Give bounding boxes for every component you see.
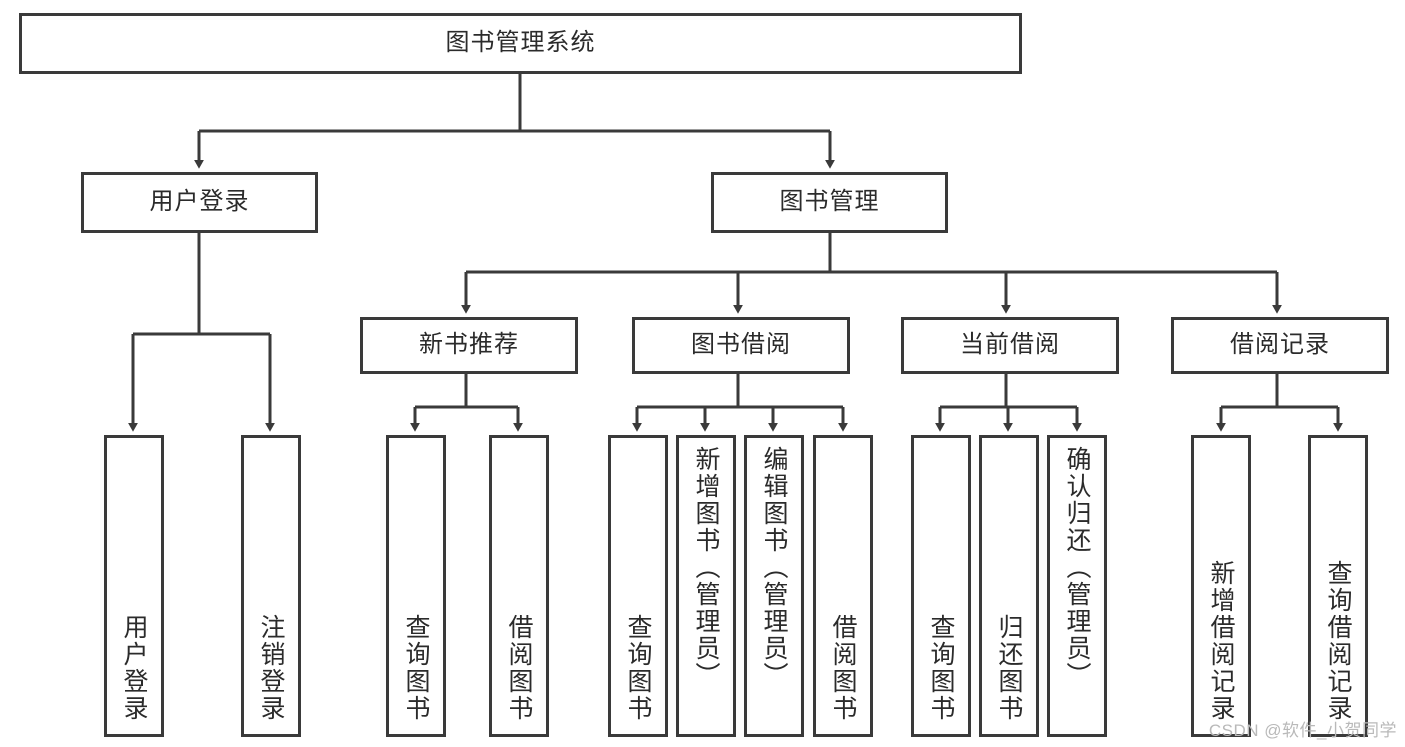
node-leaf-borrow-book-2[interactable]: 借阅图书 [813, 435, 873, 737]
node-leaf-edit-book[interactable]: 编辑图书（管理员） [744, 435, 804, 737]
node-book-borrow-label: 图书借阅 [691, 331, 791, 359]
node-leaf-add-record[interactable]: 新增借阅记录 [1191, 435, 1251, 737]
node-leaf-user-login-label: 用户登录 [120, 614, 148, 722]
node-new-book-recommend[interactable]: 新书推荐 [360, 317, 578, 374]
node-leaf-return-book-label: 归还图书 [995, 614, 1023, 722]
node-leaf-return-book[interactable]: 归还图书 [979, 435, 1039, 737]
node-leaf-borrow-book-1-label: 借阅图书 [505, 614, 533, 722]
node-leaf-logout[interactable]: 注销登录 [241, 435, 301, 737]
node-leaf-query-book-2-label: 查询图书 [624, 614, 652, 722]
node-leaf-query-book-2[interactable]: 查询图书 [608, 435, 668, 737]
node-leaf-add-book[interactable]: 新增图书（管理员） [676, 435, 736, 737]
node-leaf-edit-book-label: 编辑图书（管理员） [760, 446, 788, 689]
node-user-login[interactable]: 用户登录 [81, 172, 318, 233]
node-leaf-query-book-3[interactable]: 查询图书 [911, 435, 971, 737]
node-leaf-add-book-label: 新增图书（管理员） [692, 446, 720, 689]
node-leaf-query-book-3-label: 查询图书 [927, 614, 955, 722]
node-leaf-confirm-return-label: 确认归还（管理员） [1063, 446, 1091, 689]
node-user-login-label: 用户登录 [149, 188, 250, 216]
node-leaf-query-book-1[interactable]: 查询图书 [386, 435, 446, 737]
watermark-text: CSDN @软件_小贺同学 [1208, 721, 1397, 740]
node-leaf-borrow-book-1[interactable]: 借阅图书 [489, 435, 549, 737]
node-book-borrow[interactable]: 图书借阅 [632, 317, 850, 374]
node-leaf-confirm-return[interactable]: 确认归还（管理员） [1047, 435, 1107, 737]
node-current-borrow[interactable]: 当前借阅 [901, 317, 1119, 374]
node-borrow-record-label: 借阅记录 [1230, 331, 1330, 359]
node-leaf-add-record-label: 新增借阅记录 [1207, 560, 1235, 722]
node-leaf-query-book-1-label: 查询图书 [402, 614, 430, 722]
node-new-book-recommend-label: 新书推荐 [419, 331, 519, 359]
node-leaf-borrow-book-2-label: 借阅图书 [829, 614, 857, 722]
node-current-borrow-label: 当前借阅 [960, 331, 1060, 359]
node-leaf-user-login[interactable]: 用户登录 [104, 435, 164, 737]
node-borrow-record[interactable]: 借阅记录 [1171, 317, 1389, 374]
node-book-manage[interactable]: 图书管理 [711, 172, 948, 233]
node-leaf-logout-label: 注销登录 [257, 614, 285, 722]
node-leaf-query-record[interactable]: 查询借阅记录 [1308, 435, 1368, 737]
node-book-manage-label: 图书管理 [779, 188, 880, 216]
node-root-book-management-system[interactable]: 图书管理系统 [19, 13, 1022, 74]
node-root-label: 图书管理系统 [445, 29, 596, 57]
node-leaf-query-record-label: 查询借阅记录 [1324, 560, 1352, 722]
